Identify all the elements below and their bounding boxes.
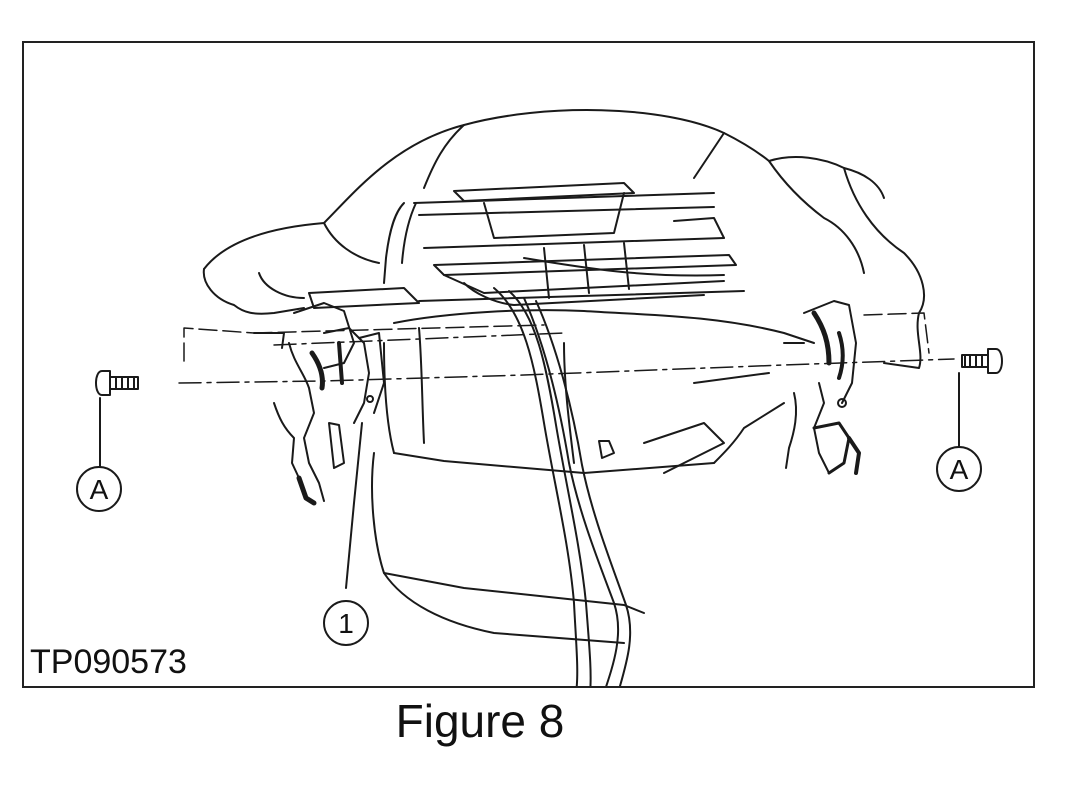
callout-1: 1: [338, 608, 354, 639]
callout-a-right-circle: [936, 446, 982, 492]
figure-caption: Figure 8: [395, 695, 565, 747]
cable-bundle: [493, 287, 632, 686]
alignment-lines: [178, 312, 955, 384]
callout-a-left-circle: [76, 466, 122, 512]
callout-leaders: [99, 372, 960, 589]
callout-circles: [76, 446, 982, 646]
left-latch-assembly: [253, 302, 385, 506]
callout-labels: A A 1: [90, 454, 969, 639]
right-latch-assembly: [783, 300, 861, 475]
housing-body: [371, 309, 815, 644]
left-fastener: [95, 370, 139, 396]
upper-shroud: [202, 109, 925, 369]
right-fastener: [961, 348, 1003, 374]
figure-frame: A A 1 TP090573: [22, 41, 1035, 688]
assembly-line-drawing: A A 1: [76, 109, 1003, 686]
callout-1-circle: [323, 600, 369, 646]
callout-a-left: A: [90, 474, 109, 505]
callout-a-right: A: [950, 454, 969, 485]
upper-frame: [308, 182, 745, 309]
figure-code: TP090573: [30, 643, 187, 681]
